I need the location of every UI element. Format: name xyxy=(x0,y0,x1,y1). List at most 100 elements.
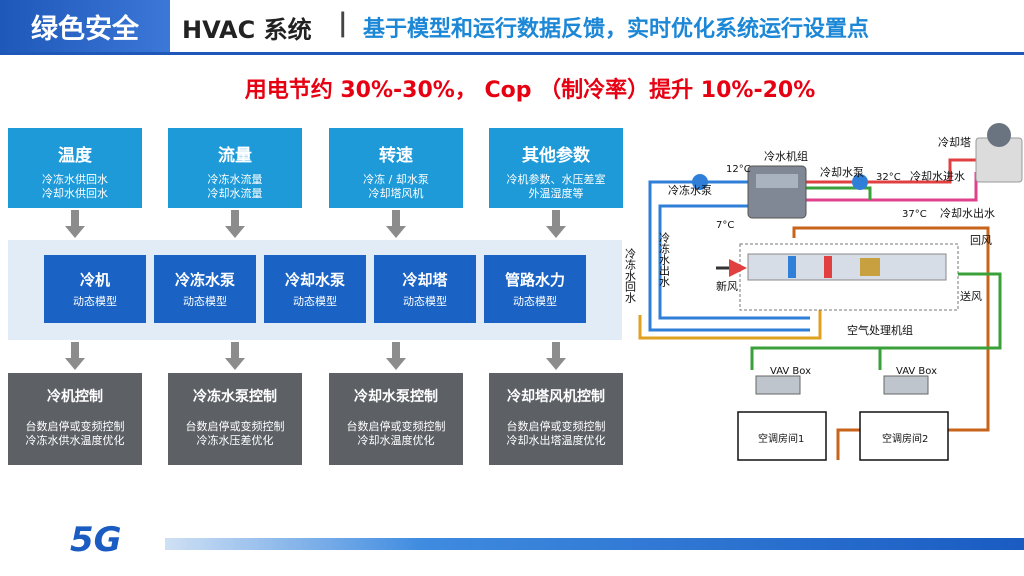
control-box-tower-fan: 冷却塔风机控制 台数启停或变频控制 冷却水出塔温度优化 xyxy=(489,373,623,465)
input-desc-1: 冷冻水流量 xyxy=(207,173,263,186)
cooling-water-in-label: 冷却水进水 xyxy=(910,170,965,183)
control-box-chilled-pump: 冷冻水泵控制 台数启停或变频控制 冷冻水压差优化 xyxy=(168,373,302,465)
cooling-tower-fan-icon xyxy=(987,123,1011,147)
room-1-label: 空调房间1 xyxy=(758,432,804,445)
model-box-pipe-hydraulic: 管路水力 动态模型 xyxy=(484,255,586,323)
cooling-water-out-label: 冷却水出水 xyxy=(940,206,995,220)
return-water-pipe xyxy=(638,310,822,340)
control-desc-1: 台数启停或变频控制 xyxy=(185,420,285,433)
temp-chilled-return: 12°C xyxy=(726,164,751,175)
header-divider xyxy=(0,52,1024,55)
model-title: 冷冻水泵 xyxy=(174,271,235,289)
air-handling-unit-icon xyxy=(747,253,947,281)
flow-arrow-stem xyxy=(231,342,239,358)
control-box-cooling-pump: 冷却水泵控制 台数启停或变频控制 冷却水温度优化 xyxy=(329,373,463,465)
footer-bar xyxy=(165,538,1024,550)
input-desc-1: 冷机参数、水压差室 xyxy=(506,173,606,186)
flow-arrow-stem xyxy=(552,342,560,358)
input-box-other: 其他参数 冷机参数、水压差室 外温湿度等 xyxy=(489,128,623,208)
flow-arrow-head xyxy=(546,226,566,238)
model-desc: 动态模型 xyxy=(293,295,337,308)
return-air-duct xyxy=(792,226,990,460)
model-title: 管路水力 xyxy=(504,271,565,289)
model-box-chilled-pump: 冷冻水泵 动态模型 xyxy=(154,255,256,323)
vav-box-1-icon xyxy=(755,375,801,395)
input-desc-2: 冷却水供回水 xyxy=(42,187,108,200)
cooling-water-pump-icon xyxy=(852,174,868,190)
flow-arrow-stem xyxy=(392,342,400,358)
heating-coil-icon xyxy=(824,256,832,278)
control-desc-2: 冷冻水供水温度优化 xyxy=(25,434,125,447)
flow-arrow-stem xyxy=(71,210,79,226)
headline: 用电节约 30%-30%， Cop （制冷率）提升 10%-20% xyxy=(244,78,816,103)
model-title: 冷却塔 xyxy=(402,271,448,289)
return-air-label: 回风 xyxy=(970,234,992,247)
flow-arrow-head xyxy=(546,358,566,370)
temp-cooling-in: 32°C xyxy=(876,172,901,183)
room-1 xyxy=(737,411,827,461)
temp-chilled-supply: 7°C xyxy=(716,220,734,231)
hvac-system-diagram: 冷却塔 冷水机组 冷冻水泵 冷却水泵 12°C 7°C 32°C 37°C 冷却… xyxy=(624,123,1023,461)
room-2-label: 空调房间2 xyxy=(882,432,928,445)
chilled-water-pump-icon xyxy=(692,174,708,190)
input-desc-2: 外温湿度等 xyxy=(528,187,584,200)
vav-box-2-icon xyxy=(883,375,929,395)
model-title: 冷机 xyxy=(79,271,110,289)
chilled-water-return-pipe xyxy=(658,204,810,320)
control-desc-2: 冷却水出塔温度优化 xyxy=(506,434,606,447)
flow-arrow-head xyxy=(225,226,245,238)
chilled-coil-icon xyxy=(788,256,796,278)
ahu-label: 空气处理机组 xyxy=(847,323,913,337)
input-title: 转速 xyxy=(379,146,413,166)
model-box-cooling-pump: 冷却水泵 动态模型 xyxy=(264,255,366,323)
model-box-chiller: 冷机 动态模型 xyxy=(44,255,146,323)
flow-arrow-head xyxy=(386,226,406,238)
input-desc-1: 冷冻水供回水 xyxy=(42,173,108,186)
input-title: 其他参数 xyxy=(522,146,590,166)
flow-arrow-stem xyxy=(392,210,400,226)
flow-arrow-head xyxy=(225,358,245,370)
vav-box-1-label: VAV Box xyxy=(770,366,811,377)
control-desc-1: 台数启停或变频控制 xyxy=(346,420,446,433)
model-desc: 动态模型 xyxy=(183,295,227,308)
control-desc-2: 冷冻水压差优化 xyxy=(196,434,274,447)
flow-arrow-head xyxy=(65,226,85,238)
model-desc: 动态模型 xyxy=(513,295,557,308)
fresh-air-label: 新风 xyxy=(716,279,738,293)
chilled-pump-label: 冷冻水泵 xyxy=(668,183,712,197)
input-box-flow: 流量 冷冻水流量 冷却水流量 xyxy=(168,128,302,208)
supply-air-duct xyxy=(750,272,1002,370)
control-title: 冷却塔风机控制 xyxy=(507,389,605,405)
vav-box-2-label: VAV Box xyxy=(896,366,937,377)
flow-arrow-head xyxy=(65,358,85,370)
flow-arrow-stem xyxy=(552,210,560,226)
input-desc-2: 冷却水流量 xyxy=(207,187,263,200)
input-title: 流量 xyxy=(218,146,252,166)
chiller-label: 冷水机组 xyxy=(764,149,808,163)
chilled-water-out-label: 冷冻水出水 xyxy=(658,232,671,287)
flow-arrow-stem xyxy=(231,210,239,226)
flow-arrow-head xyxy=(386,358,406,370)
flow-arrow-stem xyxy=(71,342,79,358)
control-desc-1: 台数启停或变频控制 xyxy=(25,420,125,433)
5g-logo: 5G xyxy=(70,520,122,560)
control-title: 冷机控制 xyxy=(47,389,103,405)
control-box-chiller: 冷机控制 台数启停或变频控制 冷冻水供水温度优化 xyxy=(8,373,142,465)
model-desc: 动态模型 xyxy=(73,295,117,308)
input-box-speed: 转速 冷冻 / 却水泵 冷却塔风机 xyxy=(329,128,463,208)
model-box-cooling-tower: 冷却塔 动态模型 xyxy=(374,255,476,323)
control-desc-2: 冷却水温度优化 xyxy=(357,434,435,447)
supply-fan-icon xyxy=(860,258,880,276)
page-subtitle: 基于模型和运行数据反馈，实时优化系统运行设置点 xyxy=(363,17,870,42)
model-title: 冷却水泵 xyxy=(284,271,345,289)
chiller-detail xyxy=(756,174,798,188)
title-separator: | xyxy=(338,8,348,38)
room-2 xyxy=(859,411,949,461)
control-desc-1: 台数启停或变频控制 xyxy=(506,420,606,433)
model-desc: 动态模型 xyxy=(403,295,447,308)
page-title: HVAC 系统 xyxy=(182,16,312,44)
control-title: 冷却水泵控制 xyxy=(354,389,438,405)
air-handling-unit-frame xyxy=(739,243,959,311)
cooling-water-branch-pipe xyxy=(806,186,872,200)
temp-cooling-out: 37°C xyxy=(902,209,927,220)
